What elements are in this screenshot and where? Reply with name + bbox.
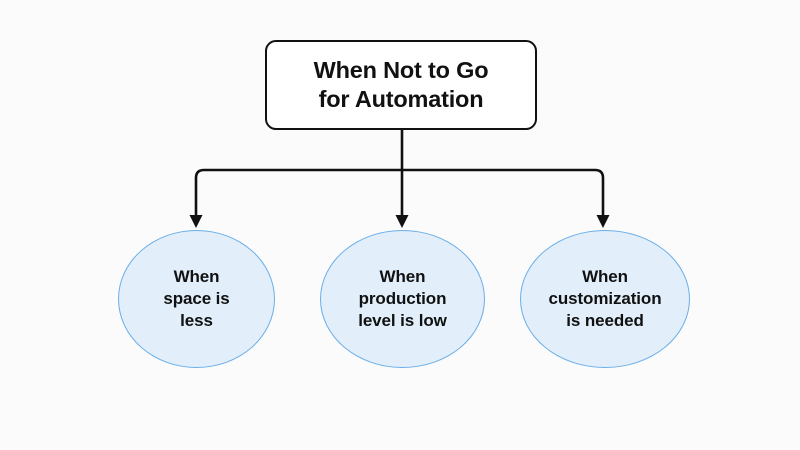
branch-node-production-level-is-low[interactable]: When production level is low (320, 230, 485, 368)
root-node[interactable]: When Not to Go for Automation (265, 40, 537, 130)
arrowhead-right (596, 215, 610, 228)
branch-node-label: When production level is low (358, 266, 447, 331)
connector-branch-right (402, 168, 605, 216)
branch-node-label: When customization is needed (548, 266, 662, 331)
arrowhead-left (189, 215, 203, 228)
branch-node-label: When space is less (163, 266, 230, 331)
root-node-label: When Not to Go for Automation (313, 57, 489, 112)
branch-node-space-is-less[interactable]: When space is less (118, 230, 275, 368)
connector-branch-left (194, 168, 402, 216)
arrowhead-center (395, 215, 409, 228)
branch-node-customization-is-needed[interactable]: When customization is needed (520, 230, 690, 368)
